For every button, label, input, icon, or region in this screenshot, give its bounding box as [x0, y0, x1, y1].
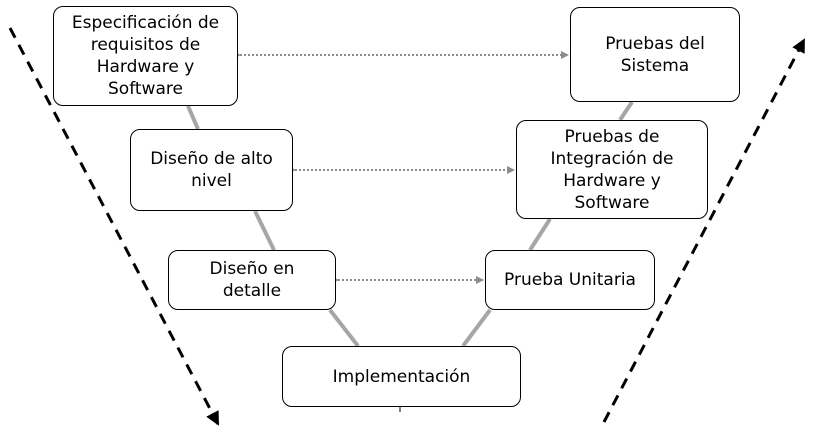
connector-integration-system — [618, 100, 634, 122]
box-system-tests-label: Pruebas del Sistema — [605, 33, 705, 76]
box-implementation-label: Implementación — [332, 366, 471, 387]
box-unit-test: Prueba Unitaria — [485, 250, 655, 310]
box-integration-tests-label: Pruebas de Integración de Hardware y Sof… — [550, 126, 674, 213]
box-detailed-design-label: Diseño en detalle — [209, 259, 295, 301]
connector-spec-highlevel — [186, 105, 200, 130]
flow-arrow-up — [602, 38, 806, 423]
box-spec-requirements: Especificación de requisitos de Hardware… — [53, 6, 238, 106]
box-high-level-design: Diseño de alto nivel — [130, 129, 293, 211]
box-high-level-design-label: Diseño de alto nivel — [150, 149, 273, 191]
box-implementation: Implementación — [282, 346, 521, 407]
box-spec-requirements-label: Especificación de requisitos de Hardware… — [71, 13, 220, 99]
connector-detail-impl — [328, 308, 360, 348]
connector-unit-integration — [528, 217, 552, 252]
box-unit-test-label: Prueba Unitaria — [504, 270, 636, 290]
connector-impl-unit — [461, 308, 492, 348]
connector-highlevel-detail — [253, 210, 276, 251]
box-system-tests: Pruebas del Sistema — [570, 7, 740, 102]
box-detailed-design: Diseño en detalle — [168, 250, 336, 310]
box-integration-tests: Pruebas de Integración de Hardware y Sof… — [516, 120, 708, 219]
